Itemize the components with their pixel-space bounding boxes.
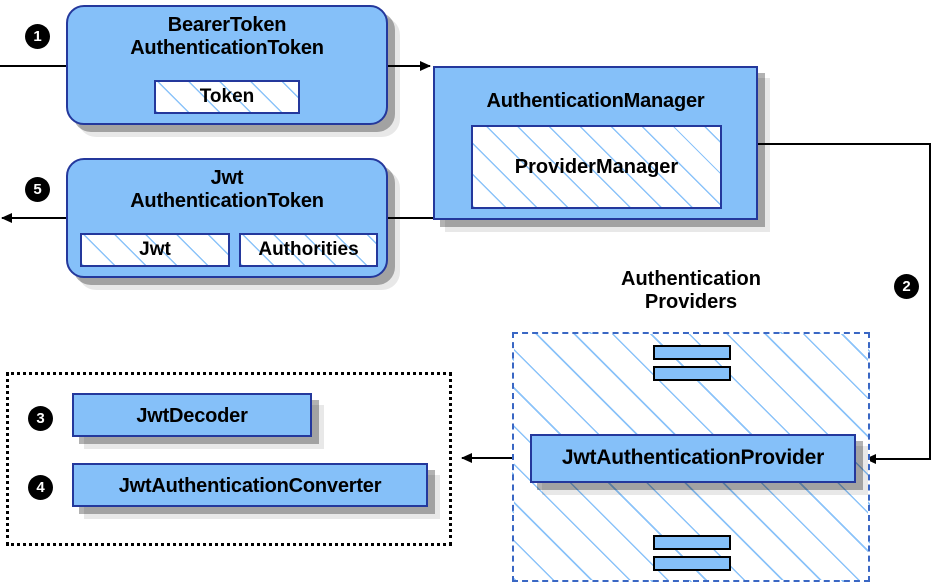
- jwt-token-inner-authorities-panel: Authorities: [239, 233, 378, 267]
- bearer-token-authentication-token-node[interactable]: BearerToken AuthenticationToken Token: [66, 5, 388, 125]
- jwt-token-node-title: Jwt AuthenticationToken: [130, 167, 324, 212]
- provider-manager-panel: ProviderManager: [471, 125, 722, 209]
- bearer-token-inner-token-label: Token: [199, 86, 255, 107]
- step-bullet-2: 2: [894, 274, 919, 299]
- step-bullet-1: 1: [25, 24, 50, 49]
- jwt-token-inner-authorities-label: Authorities: [258, 239, 359, 260]
- jwt-support-components-group: [6, 372, 452, 546]
- jwt-authentication-provider-node-title: JwtAuthenticationProvider: [561, 446, 825, 469]
- jwt-token-inner-jwt-label: Jwt: [139, 239, 171, 260]
- jwt-decoder-node[interactable]: JwtDecoder: [72, 393, 312, 437]
- jwt-authentication-token-node[interactable]: Jwt AuthenticationToken Jwt Authorities: [66, 158, 388, 278]
- authentication-manager-node[interactable]: AuthenticationManager ProviderManager: [433, 66, 758, 220]
- connector-manager-to-provider: [758, 143, 931, 464]
- authentication-providers-group-label: Authentication Providers: [621, 268, 761, 313]
- provider-stack-bar-top-1: [653, 345, 731, 360]
- step-bullet-5: 5: [25, 177, 50, 202]
- bearer-token-inner-token-panel: Token: [154, 80, 300, 114]
- step-bullet-4: 4: [28, 475, 53, 500]
- jwt-authentication-provider-node[interactable]: JwtAuthenticationProvider: [530, 434, 856, 483]
- authentication-manager-node-title: AuthenticationManager: [486, 90, 705, 112]
- jwt-token-inner-jwt-panel: Jwt: [80, 233, 230, 267]
- step-bullet-3: 3: [28, 406, 53, 431]
- provider-stack-bar-bottom-2: [653, 556, 731, 571]
- provider-stack-bar-bottom-1: [653, 535, 731, 550]
- jwt-authentication-converter-node-title: JwtAuthenticationConverter: [118, 475, 382, 497]
- jwt-authentication-converter-node[interactable]: JwtAuthenticationConverter: [72, 463, 428, 507]
- provider-stack-bar-top-2: [653, 366, 731, 381]
- jwt-decoder-node-title: JwtDecoder: [136, 405, 248, 427]
- provider-manager-label: ProviderManager: [514, 155, 679, 178]
- bearer-token-node-title: BearerToken AuthenticationToken: [130, 14, 324, 59]
